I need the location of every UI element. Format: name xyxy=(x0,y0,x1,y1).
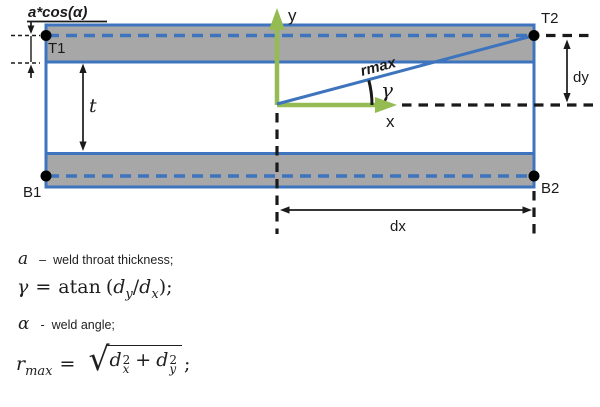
rmax-dy-subscript: y xyxy=(169,362,177,376)
gamma-dy-base: d xyxy=(113,276,126,298)
rmax-subscript: max xyxy=(25,364,53,379)
point-label-t2: T2 xyxy=(541,10,559,27)
point-t1-dot xyxy=(40,30,52,41)
dx-left-arrowhead-icon xyxy=(280,206,290,214)
a-definition-text: weld throat thickness; xyxy=(53,253,174,267)
alpha-symbol: α xyxy=(18,314,30,334)
rmax-dy-superscript: 2 xyxy=(169,353,178,367)
rmax-dy-base: d xyxy=(156,349,169,371)
acos-down-arrowhead-icon xyxy=(27,25,35,34)
gamma-angle-arc xyxy=(367,80,374,106)
radical-sign: √ xyxy=(88,339,110,378)
dy-dimension-label: dy xyxy=(573,69,589,86)
gamma-dx-base: d xyxy=(139,276,152,298)
dx-right-arrowhead-icon xyxy=(522,206,532,214)
definition-alpha: α-weld angle; xyxy=(18,314,115,334)
rmax-dx-superscript: 2 xyxy=(122,353,131,367)
t-dimension-label: t xyxy=(89,95,97,117)
dy-up-arrowhead-icon xyxy=(563,39,571,49)
x-axis-arrowhead-icon xyxy=(375,97,397,113)
point-label-b1: B1 xyxy=(23,184,41,201)
gamma-dy-subscript: y xyxy=(125,287,133,302)
a-symbol: a xyxy=(18,249,29,269)
top-weld-strip xyxy=(47,26,533,61)
gamma-symbol: γ xyxy=(17,276,29,298)
gamma-dx-subscript: x xyxy=(151,287,159,302)
point-t2-dot xyxy=(528,30,540,41)
gamma-formula: γ=atan(dy/dx); xyxy=(17,276,173,302)
gamma-angle-label: γ xyxy=(381,78,393,102)
point-b2-dot xyxy=(528,170,540,182)
acos-dimension-label: a*cos(α) xyxy=(28,4,87,21)
rmax-dx-subscript: x xyxy=(122,362,130,376)
a-dash: – xyxy=(39,253,47,267)
weld-diagram: a*cos(α) T1 T2 B1 B2 y x rmax γ dy dx t xyxy=(11,4,595,235)
gamma-equals: = xyxy=(35,276,52,298)
gamma-open-paren: ( xyxy=(105,276,114,298)
dy-down-arrowhead-icon xyxy=(563,93,571,103)
dx-dimension-label: dx xyxy=(390,218,406,235)
alpha-definition-text: weld angle; xyxy=(51,318,115,332)
bottom-weld-strip xyxy=(47,155,533,186)
gamma-slash: / xyxy=(132,276,140,298)
t-up-arrowhead-icon xyxy=(79,63,87,73)
point-label-b2: B2 xyxy=(541,180,559,197)
atan-operator: atan xyxy=(58,276,101,298)
rmax-symbol: r xyxy=(16,353,26,375)
rmax-dx-base: d xyxy=(109,349,122,371)
point-label-t1: T1 xyxy=(48,40,66,57)
alpha-dash: - xyxy=(40,318,45,332)
definition-a: a–weld throat thickness; xyxy=(18,249,173,269)
x-axis-label: x xyxy=(386,112,395,131)
acos-up-arrowhead-icon xyxy=(27,64,35,73)
t-down-arrowhead-icon xyxy=(79,141,87,151)
gamma-close-paren: ); xyxy=(158,276,173,298)
rmax-semicolon: ; xyxy=(184,353,191,375)
point-b1-dot xyxy=(40,170,52,182)
y-axis-label: y xyxy=(288,6,297,25)
rmax-plus: + xyxy=(135,349,152,371)
y-axis-arrowhead-icon xyxy=(269,8,285,30)
rmax-line xyxy=(276,34,535,106)
rmax-equals: = xyxy=(59,353,76,375)
